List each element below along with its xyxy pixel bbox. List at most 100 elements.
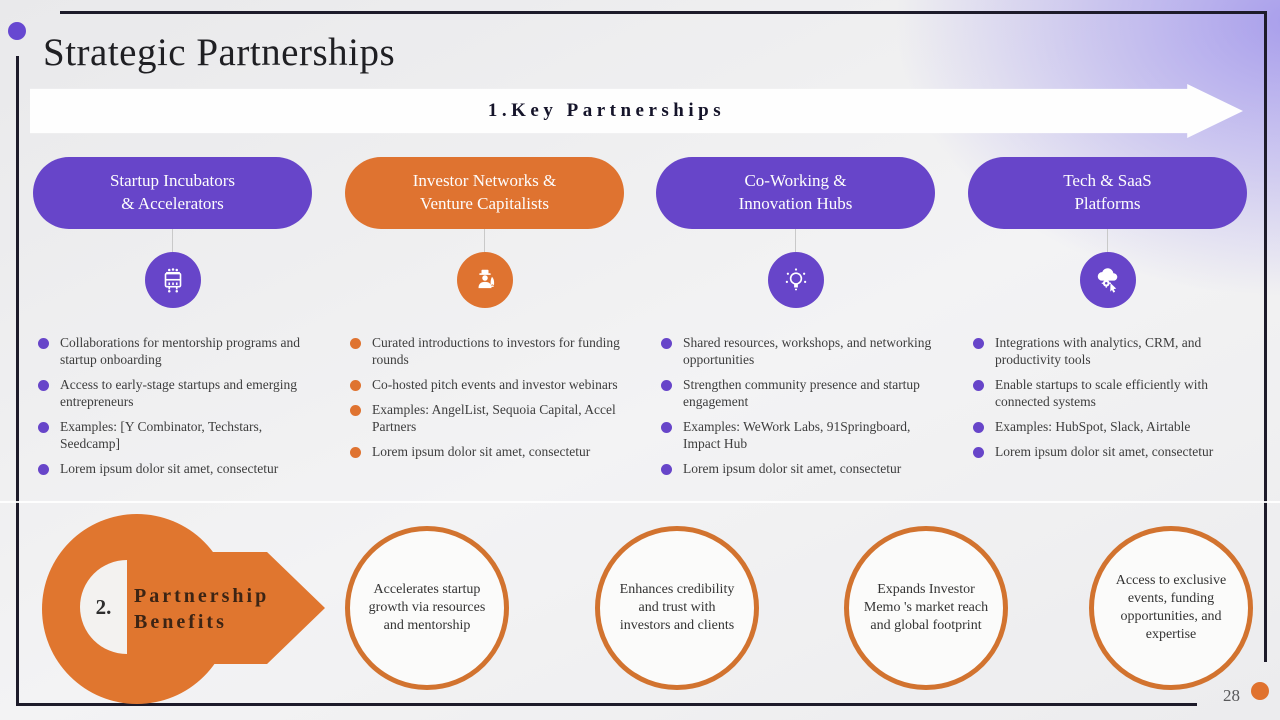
bullet-text: Lorem ipsum dolor sit amet, consectetur bbox=[372, 444, 591, 459]
bullet-text: Examples: [Y Combinator, Techstars, Seed… bbox=[60, 419, 263, 451]
cloud-gear-icon bbox=[1097, 268, 1117, 293]
column-header-pill: Co-Working & Innovation Hubs bbox=[656, 157, 935, 229]
bullet-item: Examples: AngelList, Sequoia Capital, Ac… bbox=[345, 401, 624, 435]
bullet-item: Curated introductions to investors for f… bbox=[345, 334, 624, 368]
column-header-line1: Co-Working & bbox=[744, 171, 847, 191]
bullet-item: Integrations with analytics, CRM, and pr… bbox=[968, 334, 1247, 368]
bullet-text: Examples: WeWork Labs, 91Springboard, Im… bbox=[683, 419, 911, 451]
column-investor-networks: Investor Networks & Venture Capitalists … bbox=[345, 157, 624, 468]
bullet-text: Lorem ipsum dolor sit amet, consectetur bbox=[683, 461, 902, 476]
benefits-section-label: Partnership Benefits bbox=[134, 583, 269, 635]
column-startup-incubators: Startup Incubators & Accelerators Collab… bbox=[33, 157, 312, 485]
column-header-line1: Tech & SaaS bbox=[1063, 171, 1152, 191]
investor-rocket-icon bbox=[478, 269, 494, 289]
bullet-item: Examples: HubSpot, Slack, Airtable bbox=[968, 418, 1247, 435]
frame-line-left bbox=[16, 56, 19, 706]
key-partnerships-banner: 1.Key Partnerships bbox=[30, 84, 1243, 138]
benefit-item: Accelerates startup growth via resources… bbox=[345, 526, 509, 690]
benefit-text: Expands Investor Memo 's market reach an… bbox=[863, 581, 989, 634]
column-header-line2: Platforms bbox=[1074, 194, 1141, 213]
column-header-line2: Innovation Hubs bbox=[738, 194, 853, 213]
bullet-dot bbox=[973, 422, 984, 433]
benefit-text: Enhances credibility and trust with inve… bbox=[619, 581, 735, 634]
bullet-dot bbox=[973, 447, 984, 458]
bullet-dot bbox=[661, 380, 672, 391]
frame-line-bottom bbox=[16, 703, 1197, 706]
bullet-item: Co-hosted pitch events and investor webi… bbox=[345, 376, 624, 393]
bullet-dot bbox=[38, 380, 49, 391]
slide-title: Strategic Partnerships bbox=[43, 31, 396, 74]
bullet-text: Strengthen community presence and startu… bbox=[683, 377, 920, 409]
benefit-item: Enhances credibility and trust with inve… bbox=[595, 526, 759, 690]
orange-dot-decoration bbox=[1251, 682, 1269, 700]
column-icon-badge bbox=[144, 252, 201, 308]
column-icon-badge bbox=[767, 252, 824, 308]
bullet-text: Enable startups to scale efficiently wit… bbox=[995, 377, 1209, 409]
bullet-text: Curated introductions to investors for f… bbox=[372, 335, 620, 367]
bullet-item: Strengthen community presence and startu… bbox=[656, 376, 935, 410]
benefit-item: Expands Investor Memo 's market reach an… bbox=[844, 526, 1008, 690]
bullet-text: Examples: AngelList, Sequoia Capital, Ac… bbox=[372, 402, 616, 434]
bullet-text: Co-hosted pitch events and investor webi… bbox=[372, 377, 618, 392]
column-co-working-hubs: Co-Working & Innovation Hubs Shared reso… bbox=[656, 157, 935, 485]
bullet-item: Lorem ipsum dolor sit amet, consectetur bbox=[345, 443, 624, 460]
bullet-text: Lorem ipsum dolor sit amet, consectetur bbox=[60, 461, 279, 476]
incubator-machine-icon bbox=[164, 268, 181, 293]
connector-line bbox=[1107, 229, 1108, 252]
bullet-text: Lorem ipsum dolor sit amet, consectetur bbox=[995, 444, 1214, 459]
bullet-list: Curated introductions to investors for f… bbox=[345, 334, 624, 460]
bullet-item: Lorem ipsum dolor sit amet, consectetur bbox=[33, 460, 312, 477]
column-icon-badge bbox=[1079, 252, 1136, 308]
bullet-dot bbox=[350, 338, 361, 349]
bullet-item: Examples: [Y Combinator, Techstars, Seed… bbox=[33, 418, 312, 452]
purple-dot-decoration bbox=[8, 22, 26, 40]
bullet-text: Integrations with analytics, CRM, and pr… bbox=[995, 335, 1202, 367]
connector-line bbox=[484, 229, 485, 252]
column-header-line2: Venture Capitalists bbox=[420, 194, 549, 213]
bullet-item: Collaborations for mentorship programs a… bbox=[33, 334, 312, 368]
column-header-pill: Startup Incubators & Accelerators bbox=[33, 157, 312, 229]
page-number: 28 bbox=[1223, 686, 1240, 705]
bullet-item: Lorem ipsum dolor sit amet, consectetur bbox=[968, 443, 1247, 460]
bullet-list: Shared resources, workshops, and network… bbox=[656, 334, 935, 477]
bullet-text: Examples: HubSpot, Slack, Airtable bbox=[995, 419, 1191, 434]
bullet-dot bbox=[350, 447, 361, 458]
bullet-dot bbox=[38, 338, 49, 349]
benefit-text: Access to exclusive events, funding oppo… bbox=[1115, 572, 1227, 643]
idea-network-icon bbox=[785, 268, 806, 291]
column-header-line1: Startup Incubators bbox=[109, 171, 236, 191]
bullet-dot bbox=[661, 464, 672, 475]
column-header-pill: Investor Networks & Venture Capitalists bbox=[345, 157, 624, 229]
bullet-text: Access to early-stage startups and emerg… bbox=[60, 377, 298, 409]
bullet-item: Enable startups to scale efficiently wit… bbox=[968, 376, 1247, 410]
bullet-dot bbox=[350, 405, 361, 416]
bullet-dot bbox=[38, 464, 49, 475]
bullet-text: Collaborations for mentorship programs a… bbox=[60, 335, 300, 367]
connector-line bbox=[795, 229, 796, 252]
benefit-item: Access to exclusive events, funding oppo… bbox=[1089, 526, 1253, 690]
frame-line-right bbox=[1264, 11, 1267, 662]
bullet-dot bbox=[38, 422, 49, 433]
bullet-item: Lorem ipsum dolor sit amet, consectetur bbox=[656, 460, 935, 477]
bullet-item: Examples: WeWork Labs, 91Springboard, Im… bbox=[656, 418, 935, 452]
section-divider bbox=[0, 501, 1280, 503]
bullet-list: Integrations with analytics, CRM, and pr… bbox=[968, 334, 1247, 460]
benefits-label-line2: Benefits bbox=[134, 611, 227, 633]
bullet-dot bbox=[973, 338, 984, 349]
column-header-line2: & Accelerators bbox=[121, 194, 224, 213]
bullet-dot bbox=[973, 380, 984, 391]
connector-line bbox=[172, 229, 173, 252]
bullet-dot bbox=[661, 422, 672, 433]
bullet-text: Shared resources, workshops, and network… bbox=[683, 335, 932, 367]
key-partnerships-label: 1.Key Partnerships bbox=[487, 100, 726, 121]
bullet-item: Shared resources, workshops, and network… bbox=[656, 334, 935, 368]
column-tech-saas: Tech & SaaS Platforms Integrations with … bbox=[968, 157, 1247, 468]
bullet-item: Access to early-stage startups and emerg… bbox=[33, 376, 312, 410]
benefits-label-line1: Partnership bbox=[134, 585, 270, 607]
bullet-dot bbox=[661, 338, 672, 349]
frame-line-top bbox=[60, 11, 1267, 14]
column-header-pill: Tech & SaaS Platforms bbox=[968, 157, 1247, 229]
bullet-dot bbox=[350, 380, 361, 391]
column-header-line1: Investor Networks & bbox=[412, 171, 557, 191]
